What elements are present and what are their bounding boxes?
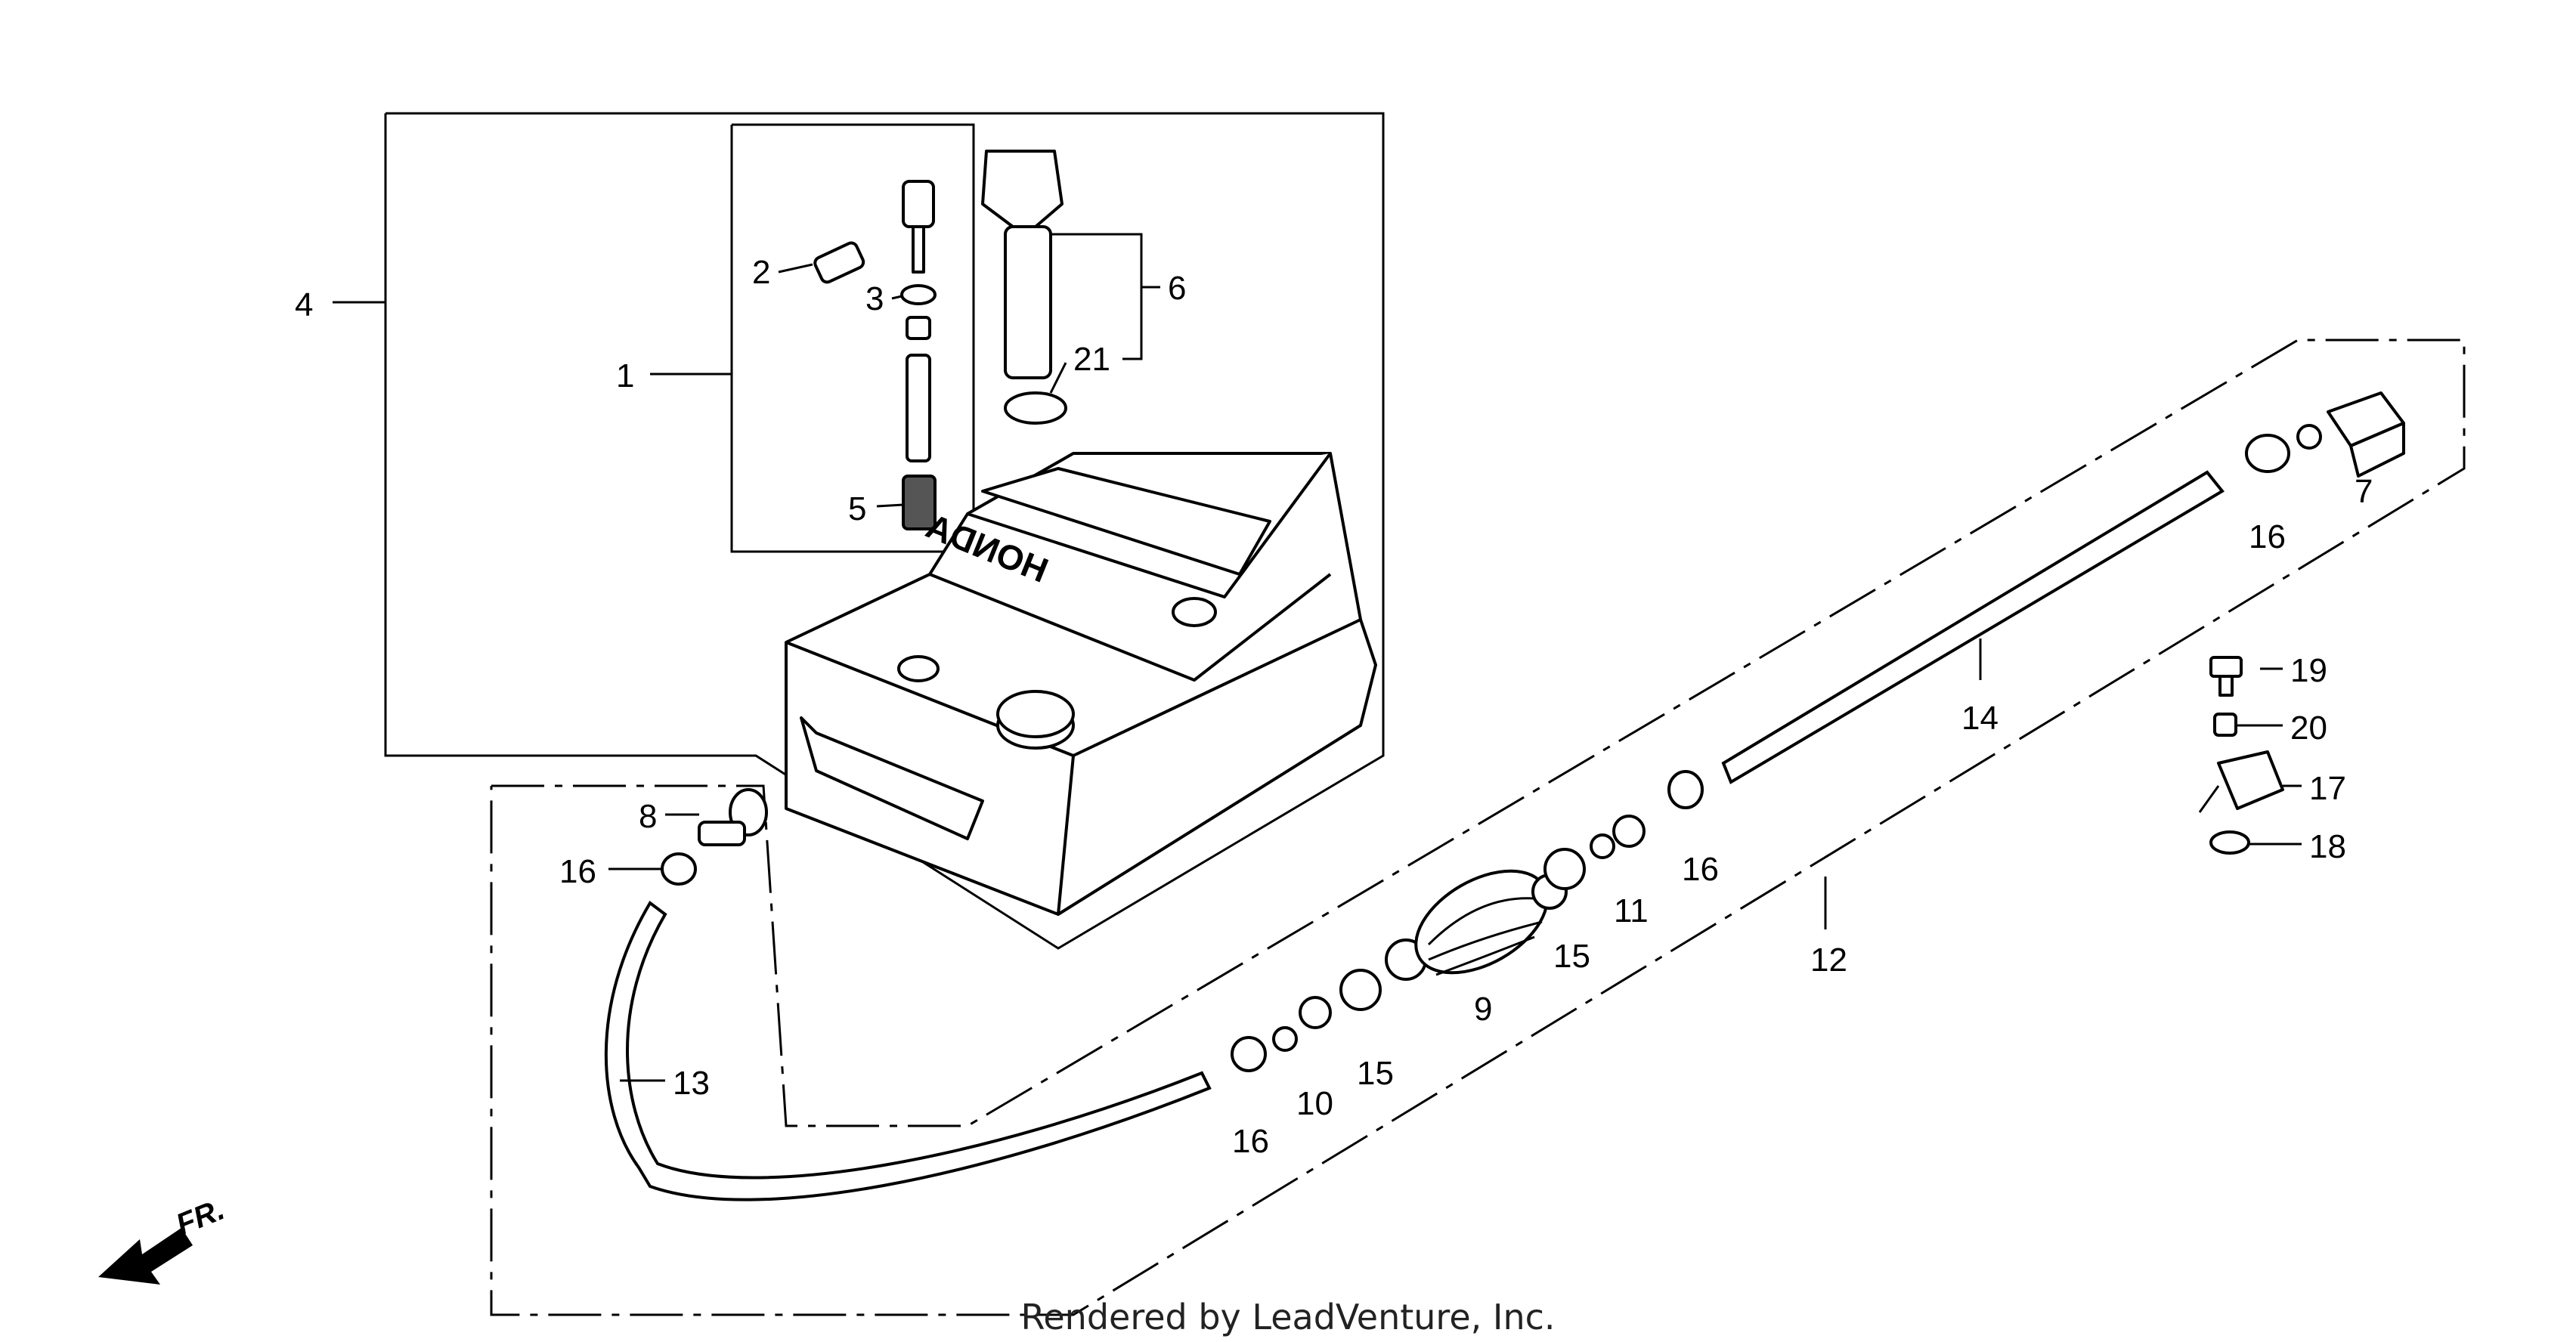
group-boundary-1 — [730, 123, 975, 553]
callout-3: 3 — [865, 280, 884, 317]
clamp-16-top[interactable] — [2245, 434, 2290, 473]
washer-18[interactable] — [2209, 830, 2250, 855]
callout-21: 21 — [1073, 341, 1110, 378]
connector-7[interactable] — [2296, 391, 2405, 478]
callout-labels: 4 1 2 3 5 6 21 8 16 13 16 10 15 9 15 11 … — [295, 254, 2373, 1160]
vent-knob[interactable] — [902, 180, 935, 274]
callout-16-top: 16 — [2249, 518, 2286, 555]
clamp-15-left[interactable] — [1339, 969, 1382, 1011]
render-credit: Rendered by LeadVenture, Inc. — [1020, 1297, 1556, 1337]
callout-7: 7 — [2355, 473, 2373, 510]
hose-joint-10[interactable] — [1272, 996, 1332, 1052]
callout-16-middle: 16 — [1682, 851, 1719, 888]
washer-3[interactable] — [900, 284, 937, 305]
vent-screw-2[interactable] — [813, 241, 865, 284]
collar-20[interactable] — [2213, 713, 2237, 737]
callout-4: 4 — [295, 286, 313, 323]
clamp-16-middle[interactable] — [1667, 770, 1704, 809]
callout-5: 5 — [848, 490, 866, 527]
callout-11: 11 — [1614, 892, 1649, 929]
fuel-joint-17[interactable] — [2198, 750, 2284, 813]
callout-16-left: 16 — [559, 853, 596, 890]
fuel-hose-14[interactable] — [1721, 470, 2225, 784]
callout-18: 18 — [2309, 828, 2346, 865]
fuel-hose-13[interactable] — [604, 901, 1212, 1201]
callout-15-left: 15 — [1357, 1055, 1394, 1092]
callout-6: 6 — [1168, 270, 1186, 307]
front-arrow-icon — [98, 1228, 193, 1285]
clamp-15-right[interactable] — [1543, 848, 1586, 890]
front-direction-marker: FR. — [98, 1192, 229, 1285]
callout-20: 20 — [2290, 710, 2327, 747]
hose-joint-11[interactable] — [1590, 815, 1646, 859]
callout-14: 14 — [1961, 700, 1999, 737]
clamp-16-bottom[interactable] — [1231, 1036, 1267, 1072]
callout-15-right: 15 — [1553, 938, 1590, 975]
clamp-16-left[interactable] — [661, 852, 697, 886]
callout-2: 2 — [752, 254, 770, 291]
callout-12: 12 — [1810, 942, 1847, 979]
callout-8: 8 — [639, 798, 657, 835]
callout-9: 9 — [1474, 991, 1492, 1028]
vent-tube[interactable] — [906, 354, 931, 462]
vent-cap-5[interactable] — [902, 475, 937, 530]
callout-10: 10 — [1296, 1085, 1333, 1122]
callout-19: 19 — [2290, 652, 2327, 689]
callout-17: 17 — [2309, 770, 2346, 807]
primer-bulb-9[interactable] — [1385, 850, 1568, 994]
vent-nut[interactable] — [906, 316, 931, 340]
callout-13: 13 — [673, 1065, 710, 1102]
group-boundary-12 — [490, 339, 2466, 1316]
callout-16-bottom: 16 — [1232, 1123, 1269, 1160]
leader-lines — [333, 233, 2302, 1082]
group-boundary-4 — [384, 112, 1385, 950]
bolt-19[interactable] — [2209, 656, 2243, 697]
gasket-21[interactable] — [1004, 391, 1067, 425]
tank-fitting-8[interactable] — [698, 788, 768, 846]
fuel-gauge-6[interactable] — [981, 150, 1064, 379]
fuel-tank[interactable]: HONDA — [785, 452, 1377, 916]
callout-1: 1 — [616, 357, 634, 394]
